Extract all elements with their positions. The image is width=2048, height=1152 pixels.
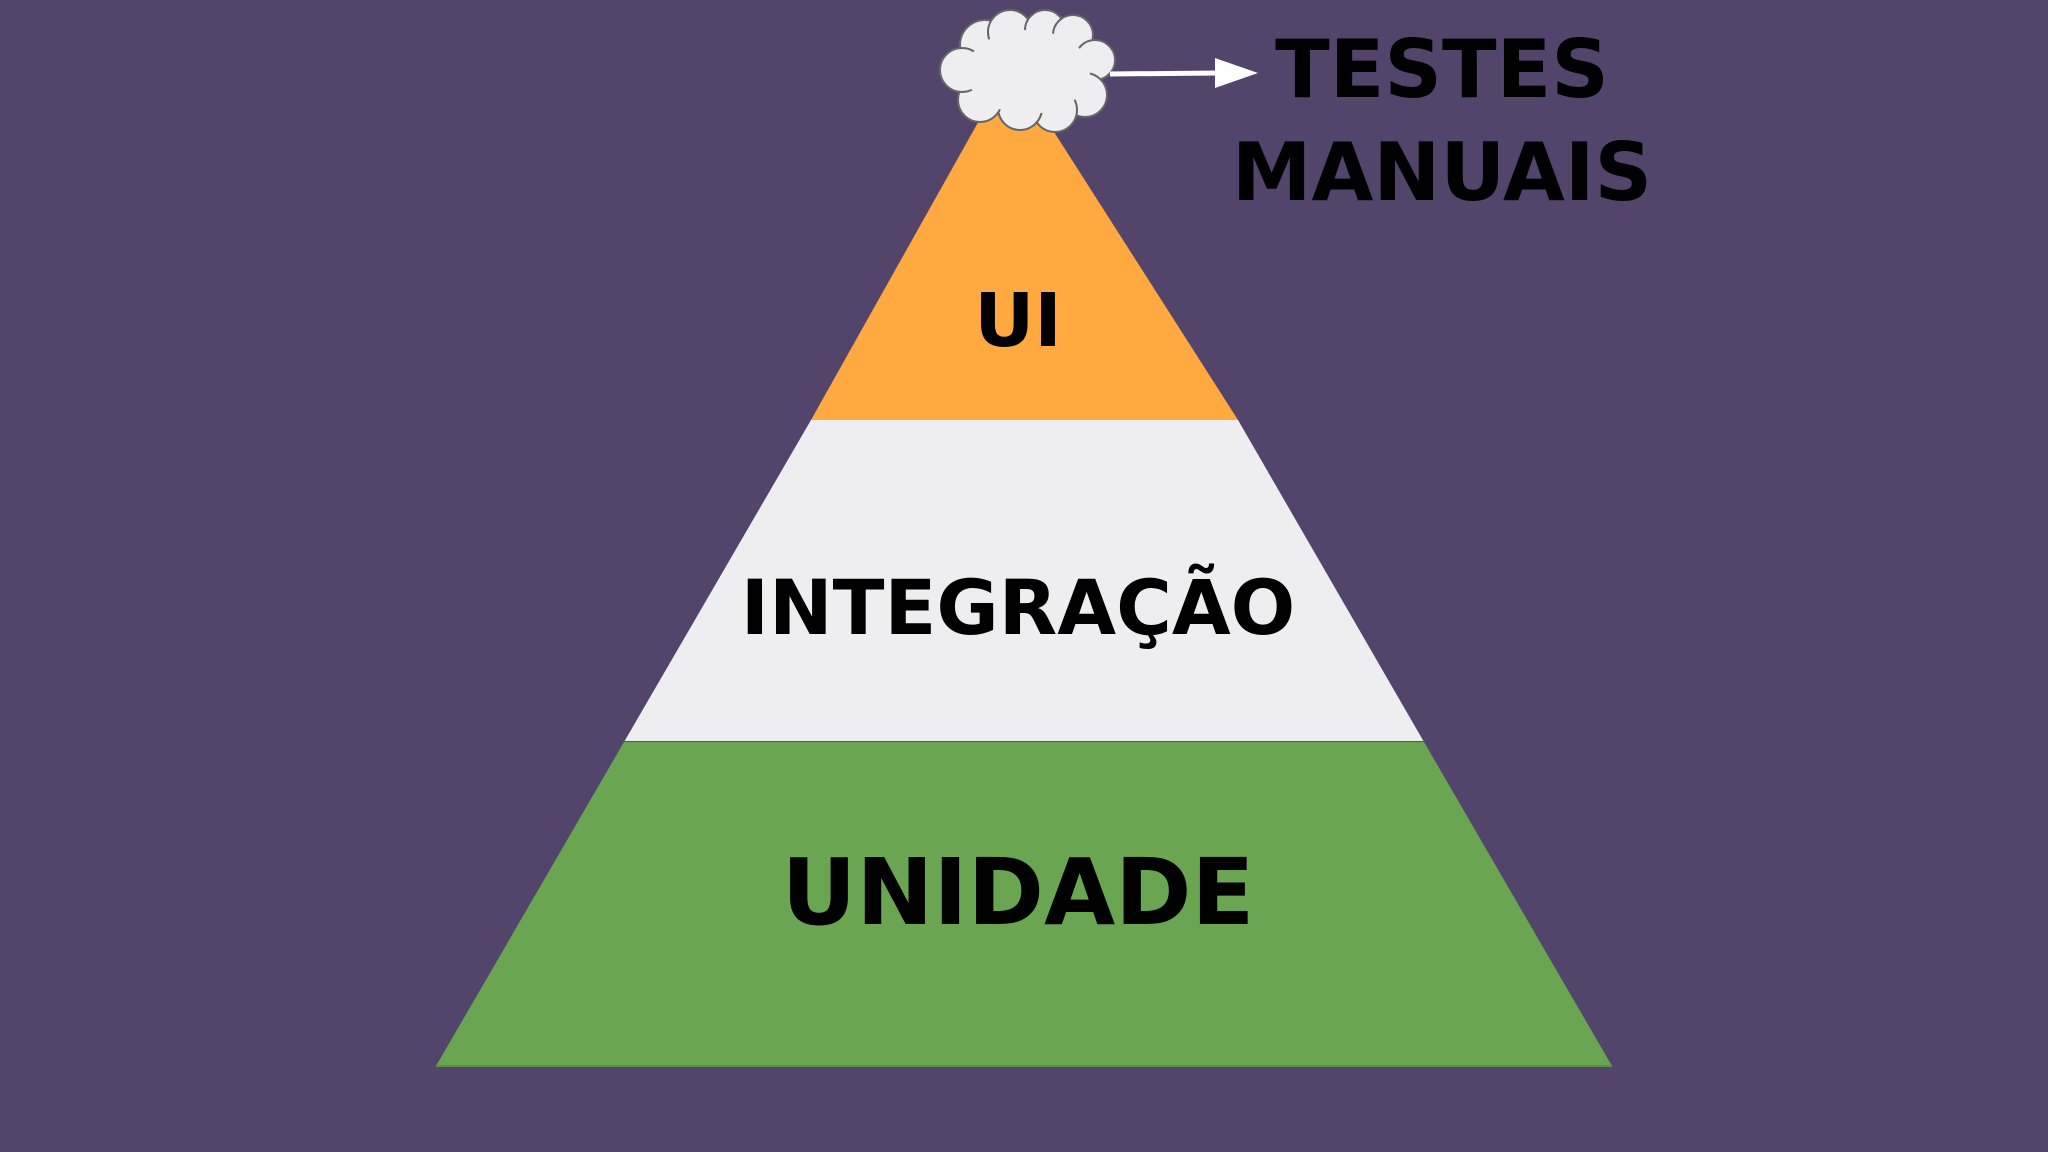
- manual-tests-label-line2: MANUAIS: [1232, 126, 1652, 219]
- pyramid: UI INTEGRAÇÃO UNIDADE: [436, 110, 1612, 1067]
- layer-label-integracao: INTEGRAÇÃO: [741, 563, 1296, 652]
- manual-tests-label-line1: TESTES: [1275, 23, 1609, 116]
- layer-label-ui: UI: [974, 278, 1062, 364]
- cloud-icon: [939, 9, 1116, 133]
- pyramid-layer-integracao: [624, 420, 1424, 742]
- layer-label-unidade: UNIDADE: [782, 839, 1255, 946]
- pyramid-layer-ui: [811, 110, 1238, 420]
- arrow-right-icon: [1109, 58, 1258, 88]
- pyramid-layer-unidade: [436, 742, 1612, 1066]
